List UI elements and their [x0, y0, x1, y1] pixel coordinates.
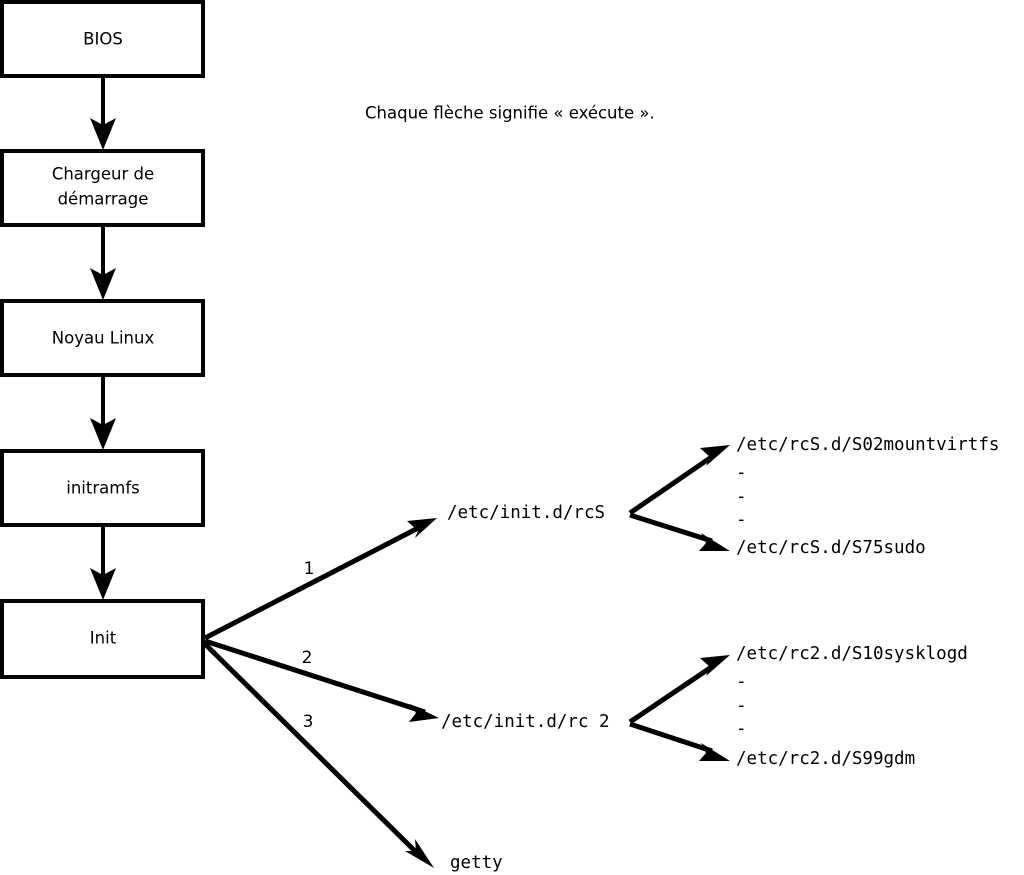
box-initramfs-label: initramfs	[66, 479, 139, 498]
rcs-ellipsis-dash-3: -	[736, 510, 747, 530]
init-branch-2-number: 2	[302, 648, 313, 668]
arrow-head-init-branch-2	[409, 704, 439, 722]
box-kernel-label: Noyau Linux	[52, 329, 155, 348]
rcs-subfan	[628, 445, 730, 551]
box-bootloader[interactable]: Chargeur de démarrage	[0, 149, 205, 227]
box-bootloader-rect	[0, 149, 205, 227]
init-branch-3-line	[203, 642, 421, 857]
arrow-head-bios-to-bootloader	[90, 118, 116, 150]
init-branch-2-line	[204, 638, 426, 715]
arrow-head-initramfs-to-init	[90, 568, 116, 600]
label-rcs-d-s75sudo: /etc/rcS.d/S75sudo	[736, 538, 926, 558]
rcs-subfan-upper-line	[628, 453, 715, 516]
box-bios-rect	[0, 0, 205, 78]
rc2-ellipsis-dash-1: -	[736, 672, 747, 692]
init-branch-2: 2	[204, 638, 439, 722]
arrow-head-init-branch-1	[407, 518, 437, 538]
rc2-ellipsis-dash-2: -	[736, 696, 747, 716]
arrow-head-bootloader-to-kernel	[90, 268, 116, 300]
rcs-ellipsis-dash-2: -	[736, 487, 747, 507]
label-rc2-d-s10sysklogd: /etc/rc2.d/S10sysklogd	[736, 644, 968, 664]
label-rc2-d-s99gdm: /etc/rc2.d/S99gdm	[736, 749, 915, 769]
box-init[interactable]: Init	[0, 599, 205, 679]
rc2-subfan-lower-line	[629, 721, 713, 754]
rcs-subfan-lower-line	[629, 512, 713, 544]
init-branch-3-number: 3	[303, 712, 314, 732]
box-kernel-rect	[0, 299, 205, 377]
diagram-caption: Chaque flèche signifie « exécute ».	[365, 104, 655, 123]
init-branch-1: 1	[203, 518, 437, 641]
init-branch-1-number: 1	[304, 559, 315, 579]
vertical-connectors	[90, 77, 116, 600]
rc2-subfan-upper-line	[628, 663, 715, 725]
arrow-head-init-branch-3	[405, 839, 434, 868]
arrow-head-rc2-last	[699, 743, 730, 761]
box-bios-label: BIOS	[83, 30, 123, 49]
box-init-label: Init	[90, 629, 117, 648]
box-kernel[interactable]: Noyau Linux	[0, 299, 205, 377]
rcs-ellipsis-dash-1: -	[736, 463, 747, 483]
box-bios[interactable]: BIOS	[0, 0, 205, 78]
rc2-ellipsis-dash-3: -	[736, 719, 747, 739]
arrow-head-kernel-to-initramfs	[90, 418, 116, 450]
init-branch-3: 3	[203, 642, 434, 868]
box-init-rect	[0, 599, 205, 679]
arrow-head-rc2-first	[700, 655, 730, 676]
box-initramfs-rect	[0, 449, 205, 527]
label-init-d-rcs: /etc/init.d/rcS	[447, 503, 605, 523]
init-branch-1-line	[203, 522, 426, 641]
label-getty: getty	[450, 853, 503, 873]
box-bootloader-label-line1: Chargeur de	[52, 165, 154, 184]
arrow-head-rcs-last	[699, 533, 730, 551]
rc2-subfan	[628, 655, 730, 761]
arrow-head-rcs-first	[700, 445, 730, 466]
box-initramfs[interactable]: initramfs	[0, 449, 205, 527]
box-bootloader-label-line2: démarrage	[58, 190, 149, 209]
label-init-d-rc2: /etc/init.d/rc 2	[441, 712, 610, 732]
label-rcs-d-s02mountvirtfs: /etc/rcS.d/S02mountvirtfs	[736, 435, 999, 455]
